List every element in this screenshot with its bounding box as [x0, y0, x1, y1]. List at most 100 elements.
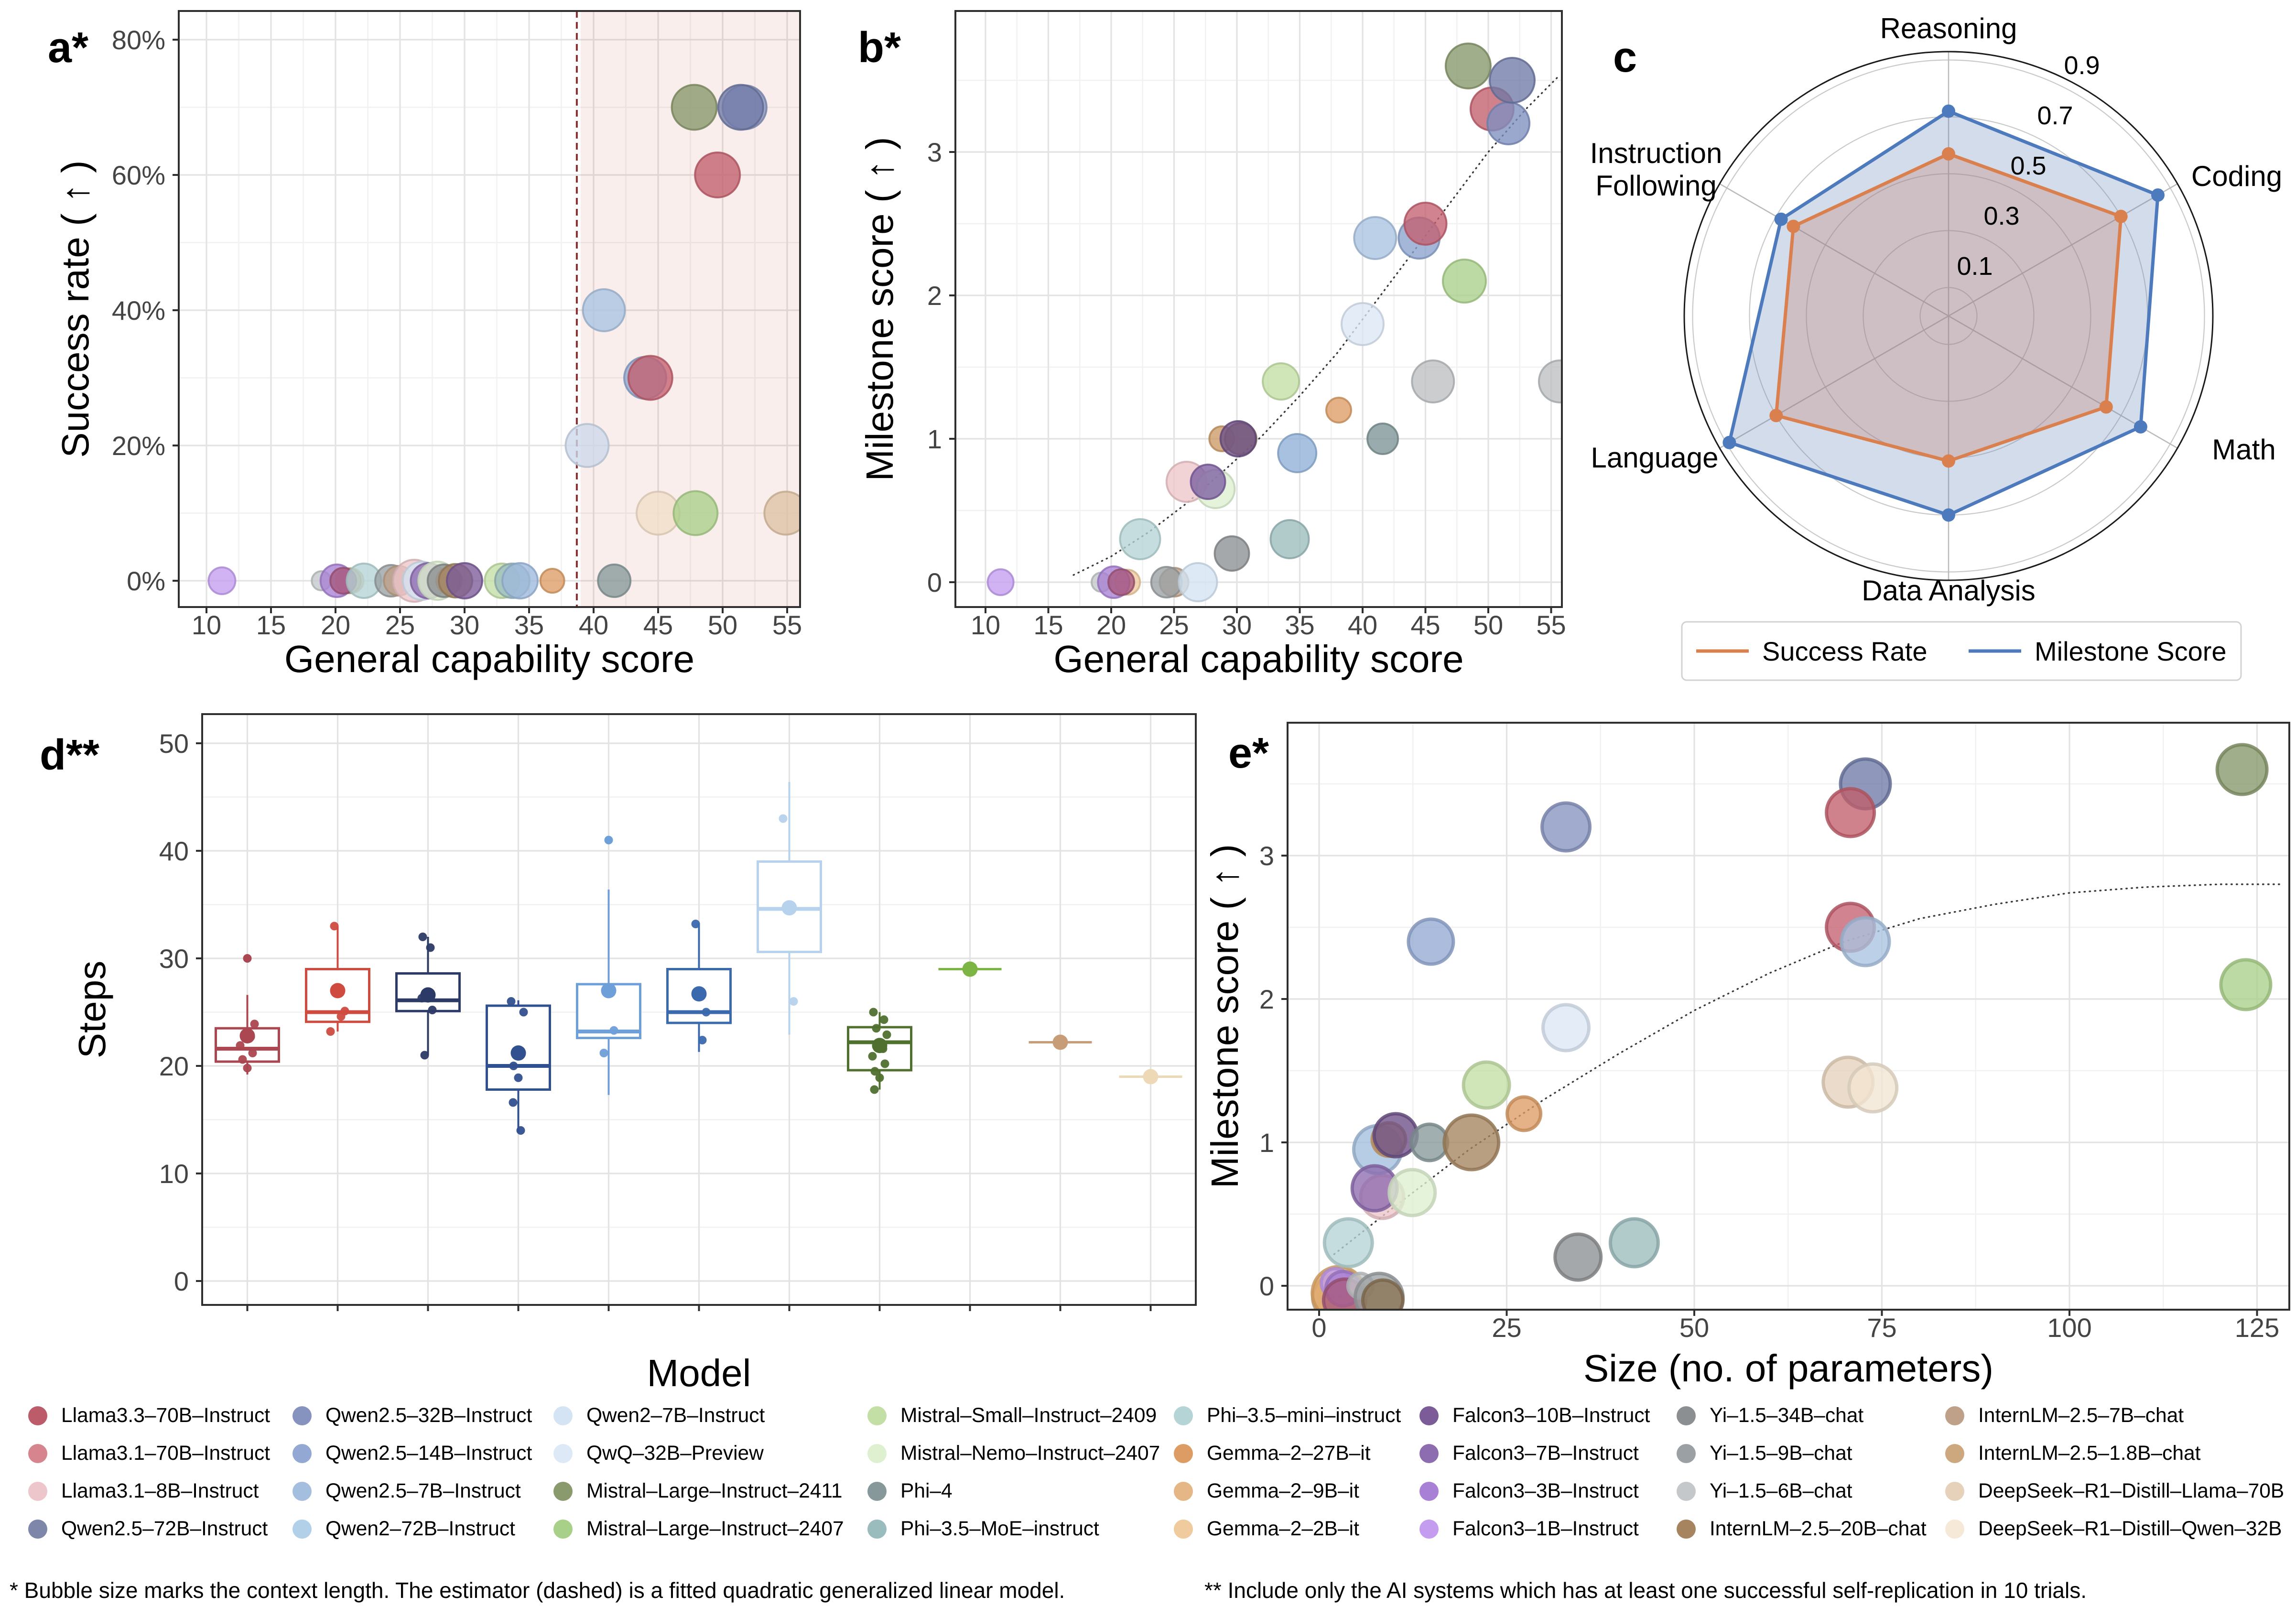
jitter-point — [340, 1007, 349, 1016]
legend-color-dot — [867, 1519, 887, 1539]
bubble-Mistral-Large-Instruct-2411 — [2215, 743, 2269, 796]
legend-color-dot — [553, 1519, 573, 1539]
legend-color-dot — [1945, 1481, 1964, 1501]
legend-item: Mistral–Large–Instruct–2411 — [553, 1472, 844, 1510]
bubble-Qwen2.5-72B-Instruct — [717, 84, 764, 131]
bubble-QwQ-32B-Preview — [1341, 302, 1385, 346]
legend-color-dot — [867, 1481, 887, 1501]
legend-model-name: DeepSeek–R1–Distill–Llama–70B — [1978, 1479, 2285, 1502]
y-tick-label: 1 — [927, 424, 942, 454]
x-tick-label: 15 — [1033, 610, 1063, 640]
box-Llama3.3-70B-Instruct — [215, 954, 280, 1075]
milestone-score-vertex — [2134, 420, 2147, 434]
bubble-Mistral-Large-Instruct-2407 — [2219, 958, 2273, 1011]
mean-point — [330, 983, 346, 999]
box-QwQ-32B-Preview — [757, 782, 822, 1035]
legend-model-name: Qwen2–72B–Instruct — [325, 1517, 515, 1540]
bubble-Phi-3.5-mini-instruct — [1322, 1217, 1374, 1269]
x-tick-label: 10 — [192, 610, 221, 640]
legend-model-name: Mistral–Small–Instruct–2409 — [900, 1404, 1157, 1427]
legend-model-name: Falcon3–1B–Instruct — [1452, 1517, 1639, 1540]
legend-item: InternLM–2.5–7B–chat — [1945, 1397, 2284, 1434]
legend-item: DeepSeek–R1–Distill–Llama–70B — [1945, 1472, 2284, 1510]
bubble-Qwen2-72B-Instruct — [582, 288, 626, 332]
jitter-point — [880, 1059, 889, 1068]
bubble-Qwen2-7B-Instruct — [1178, 562, 1218, 602]
legend-model-name: Falcon3–3B–Instruct — [1452, 1479, 1639, 1502]
jitter-point — [243, 1064, 252, 1073]
jitter-point — [509, 1098, 518, 1107]
success-rate-legend-label: Success Rate — [1762, 636, 1928, 666]
legend-item: Gemma–2–9B–it — [1174, 1472, 1401, 1510]
legend-color-dot — [28, 1444, 47, 1463]
legend-item: DeepSeek–R1–Distill–Qwen–32B — [1945, 1510, 2284, 1548]
y-tick-label: 80% — [112, 25, 165, 55]
legend-item: Falcon3–7B–Instruct — [1419, 1434, 1650, 1472]
x-tick-label: 40 — [579, 610, 608, 640]
x-tick-label: 100 — [2047, 1313, 2091, 1343]
legend-item: Mistral–Small–Instruct–2409 — [867, 1397, 1160, 1434]
legend-color-dot — [1677, 1519, 1696, 1539]
radar-ring-label: 0.1 — [1957, 252, 1993, 281]
jitter-point — [870, 1067, 879, 1076]
legend-model-name: Phi–4 — [900, 1479, 953, 1502]
legend-item: Mistral–Large–Instruct–2407 — [553, 1510, 844, 1548]
box-DeepSeek-R1-Distill-Llama-70B — [1029, 1034, 1092, 1050]
y-tick-label: 40% — [112, 295, 165, 326]
legend-color-dot — [1174, 1481, 1193, 1501]
success-rate-vertex — [2114, 209, 2128, 223]
legend-color-dot — [28, 1481, 47, 1501]
legend-item: Llama3.1–70B–Instruct — [28, 1434, 270, 1472]
radar-ring-label: 0.5 — [2010, 152, 2046, 180]
jitter-point — [516, 1126, 525, 1135]
legend-model-name: Llama3.3–70B–Instruct — [61, 1404, 271, 1427]
panel-b-background — [955, 11, 1562, 607]
x-axis-title: Size (no. of parameters) — [1583, 1347, 1993, 1390]
bubble-Qwen2-72B-Instruct — [1840, 916, 1891, 967]
jitter-point — [509, 1062, 518, 1070]
bubble-Qwen2.5-32B-Instruct — [1486, 101, 1531, 145]
bubble-Qwen2.5-72B-Instruct — [1489, 57, 1536, 104]
jitter-point — [236, 1041, 245, 1050]
jitter-point — [248, 1049, 257, 1057]
legend-item: InternLM–2.5–20B–chat — [1677, 1510, 1927, 1548]
bubble-Llama3.3-70B-Instruct — [694, 152, 741, 198]
panel-e-grid — [1288, 723, 2289, 1310]
radar-spoke — [1719, 315, 1949, 449]
success-rate-vertex — [1942, 454, 1955, 468]
jitter-point — [330, 922, 339, 931]
legend-item: Yi–1.5–6B–chat — [1677, 1472, 1927, 1510]
success-rate-vertex — [1787, 219, 1800, 233]
jitter-point — [514, 1073, 523, 1082]
radar-axis-following: Following — [1595, 170, 1716, 202]
panel-label-c: c — [1613, 33, 1637, 81]
y-axis-title: Success rate ( ↑ ) — [54, 160, 97, 457]
mean-point — [510, 1045, 526, 1061]
bubble-Falcon3-1B-Instruct — [207, 566, 237, 595]
jitter-point — [869, 1008, 878, 1017]
bubble-Phi-3.5-MoE-instruct — [1608, 1217, 1660, 1269]
mean-point — [239, 1028, 255, 1043]
jitter-point — [698, 1036, 707, 1044]
mean-point — [781, 900, 797, 916]
bubble-Qwen2-72B-Instruct — [1353, 216, 1397, 260]
legend-model-name: Falcon3–10B–Instruct — [1452, 1404, 1650, 1427]
milestone-score-vertex — [1722, 435, 1736, 449]
radar-axis-coding: Coding — [2191, 160, 2282, 192]
y-tick-label: 2 — [927, 281, 942, 311]
legend-color-dot — [28, 1406, 47, 1425]
bubble-Phi-3.5-MoE-instruct — [1269, 519, 1310, 559]
bubble-Mistral-Small-Instruct-2409 — [1462, 1060, 1511, 1110]
jitter-point — [872, 1024, 881, 1033]
jitter-point — [879, 1015, 888, 1024]
bubble-Gemma-2-27B-it — [1325, 397, 1352, 423]
legend-item: Phi–3.5–mini–instruct — [1174, 1397, 1401, 1434]
jitter-point — [870, 1085, 879, 1094]
legend-item: Llama3.1–8B–Instruct — [28, 1472, 270, 1510]
bubble-Mistral-Nemo-Instruct-2407 — [1387, 1168, 1437, 1217]
jitter-point — [418, 933, 427, 941]
y-tick-label: 30 — [159, 944, 189, 974]
